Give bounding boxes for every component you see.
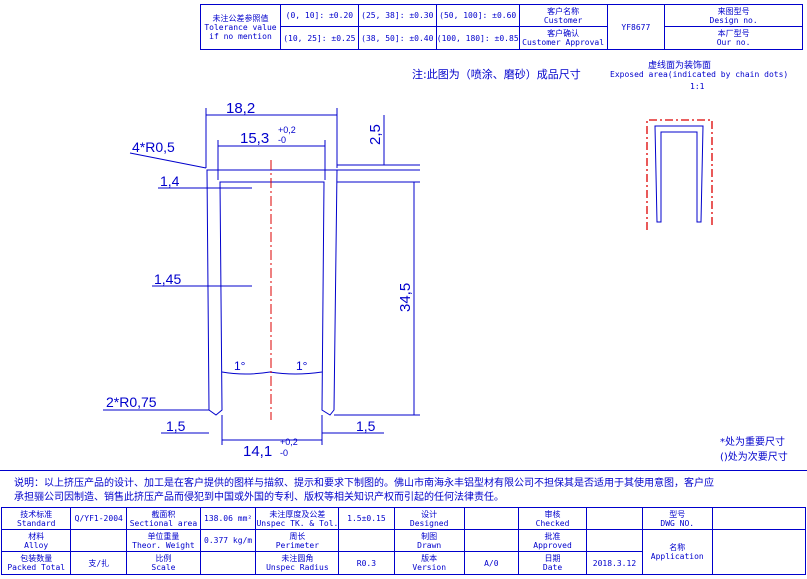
exposed-area-view [646, 119, 713, 230]
dim-tol-top-plus: +0,2 [278, 125, 296, 135]
dim-tol-top-minus: -0 [278, 135, 286, 145]
standard-value: Q/YF1-2004 [70, 507, 128, 530]
profile-outline [206, 169, 338, 416]
part-number: YF8677 [606, 4, 666, 50]
dim-height-total: 34,5 [397, 283, 414, 312]
dim-angle-left: 1° [234, 359, 246, 373]
tolerance-label: 未注公差参照值 Tolerance value if no mention [200, 4, 281, 50]
perimeter-value [338, 529, 395, 552]
dim-height-top: 2,5 [367, 124, 384, 145]
dwg-no-value [711, 507, 807, 530]
disclaimer-separator [0, 470, 807, 471]
tolerance-cell: (100, 180]: ±0.85 [435, 26, 520, 50]
scale-value [199, 551, 257, 575]
weight-value: 0.377 kg/m [199, 529, 257, 552]
approved-value [586, 529, 643, 552]
date-value: 2018.3.12 [586, 551, 643, 575]
packed-value: 支/扎 [70, 551, 128, 575]
dim-radius-4: 4*R0,5 [132, 139, 175, 155]
dim-angle-right: 1° [296, 359, 308, 373]
designed-value [463, 507, 519, 530]
dim-tol-bottom-plus: +0,2 [280, 437, 298, 447]
dim-radius-2: 2*R0,75 [106, 394, 157, 410]
dim-thick-2: 1,45 [154, 271, 181, 287]
small-scale-label: 1:1 [690, 82, 705, 91]
tolerance-cell: (38, 50]: ±0.40 [357, 26, 437, 50]
dim-thick-1: 1,4 [160, 173, 180, 189]
tolerance-table: 未注公差参照值 Tolerance value if no mention (0… [200, 4, 803, 50]
unspec-radius-value: R0.3 [338, 551, 395, 575]
secondary-dim-note: ()处为次要尺寸 [720, 452, 788, 463]
version-value: A/0 [463, 551, 519, 575]
dim-tol-bottom-minus: -0 [280, 448, 288, 458]
important-dim-note: *处为重要尺寸 [720, 437, 785, 448]
disclaimer-line-2: 承担骊公司因制造、销售此挤压产品而侵犯到中国或外国的专利、版权等相关知识产权而引… [14, 492, 504, 503]
alloy-value [70, 529, 128, 552]
dim-width-bottom: 14,1 [243, 443, 272, 460]
exposed-area-note-en: Exposed area(indicated by chain dots) [610, 70, 789, 79]
drawn-value [463, 529, 519, 552]
customer-approval-label: 客户确认 Customer Approval [518, 26, 608, 50]
finish-note: 注:此图为（喷涂、磨砂）成品尺寸 [412, 68, 581, 81]
dim-width-inner-top: 15,3 [240, 130, 269, 147]
our-no-label: 本厂型号 Our no. [664, 26, 803, 50]
checked-value [586, 507, 643, 530]
unspec-thickness-value: 1.5±0.15 [338, 507, 395, 530]
dim-thick-left-bottom: 1,5 [166, 418, 186, 434]
application-value [711, 529, 807, 575]
dim-thick-right-bottom: 1,5 [356, 418, 376, 434]
section-area-value: 138.06 mm² [199, 507, 257, 530]
dim-width-outer: 18,2 [226, 100, 255, 117]
disclaimer-line-1: 说明：以上挤压产品的设计、加工是在客户提供的图样与描叙、提示和要求下制图的。佛山… [14, 478, 714, 489]
exposed-area-note-cn: 虚线面为装饰面 [648, 61, 712, 71]
tolerance-cell: (10, 25]: ±0.25 [279, 26, 359, 50]
